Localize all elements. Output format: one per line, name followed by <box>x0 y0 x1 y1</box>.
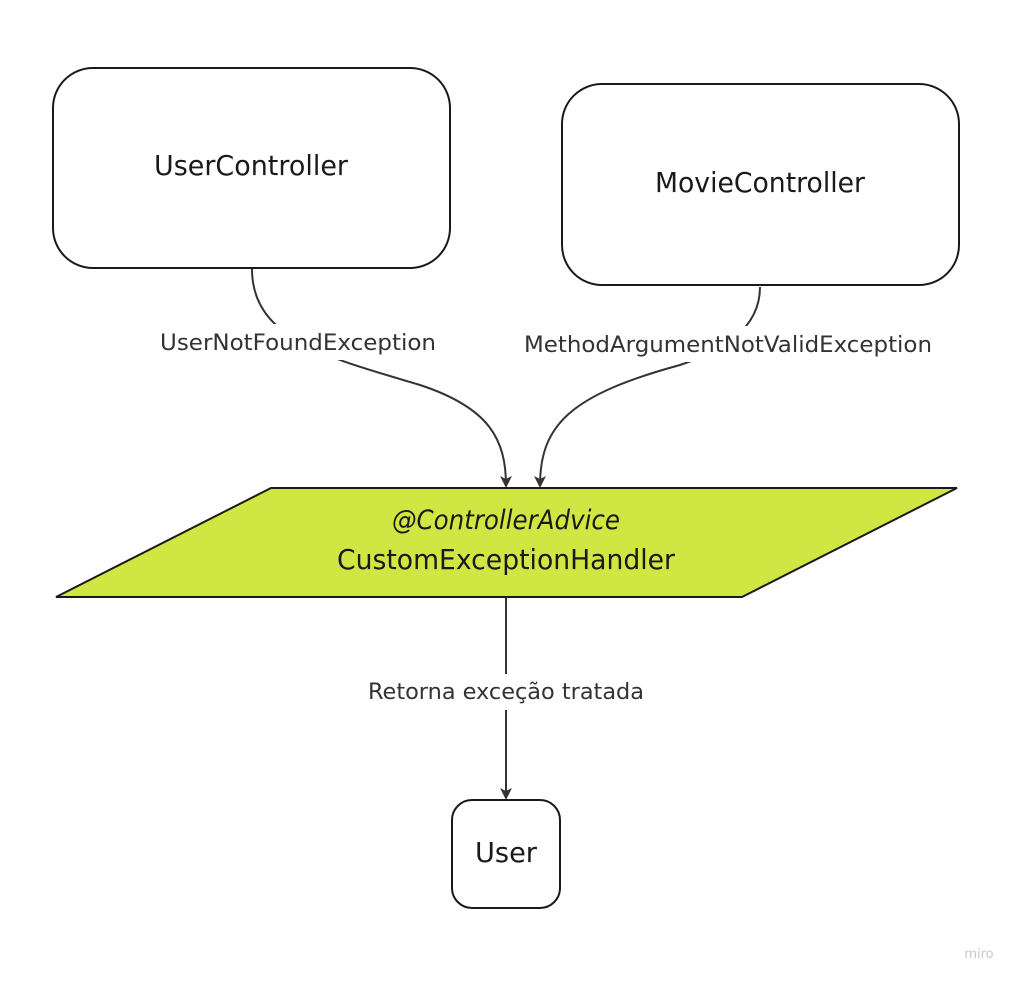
node-user[interactable]: User <box>451 799 561 909</box>
handler-parallelogram[interactable] <box>55 487 958 598</box>
edge-label-method-argument-text: MethodArgumentNotValidException <box>524 333 932 358</box>
edge-label-user-not-found-text: UserNotFoundException <box>160 331 436 356</box>
user-label: User <box>475 836 537 869</box>
edge-label-returns-text: Retorna exceção tratada <box>368 680 644 705</box>
user-controller-label: UserController <box>154 149 348 182</box>
node-user-controller[interactable]: UserController <box>52 67 451 269</box>
handler-label: CustomExceptionHandler <box>337 543 675 576</box>
movie-controller-box[interactable] <box>561 83 960 286</box>
movie-controller-label: MovieController <box>655 166 865 199</box>
user-controller-box[interactable] <box>52 67 451 269</box>
user-box[interactable] <box>451 799 561 909</box>
edge-user-controller-to-handler[interactable] <box>251 268 512 488</box>
edge-label-method-argument: MethodArgumentNotValidException <box>516 326 940 362</box>
node-movie-controller[interactable]: MovieController <box>561 83 960 286</box>
edge-label-user-not-found: UserNotFoundException <box>152 324 444 360</box>
handler-annotation: @ControllerAdvice <box>392 505 620 536</box>
edge-label-returns: Retorna exceção tratada <box>360 674 652 710</box>
miro-watermark: miro <box>964 947 993 962</box>
edge-movie-controller-to-handler[interactable] <box>534 286 761 488</box>
node-custom-exception-handler[interactable]: @ControllerAdvice CustomExceptionHandler <box>55 487 958 598</box>
